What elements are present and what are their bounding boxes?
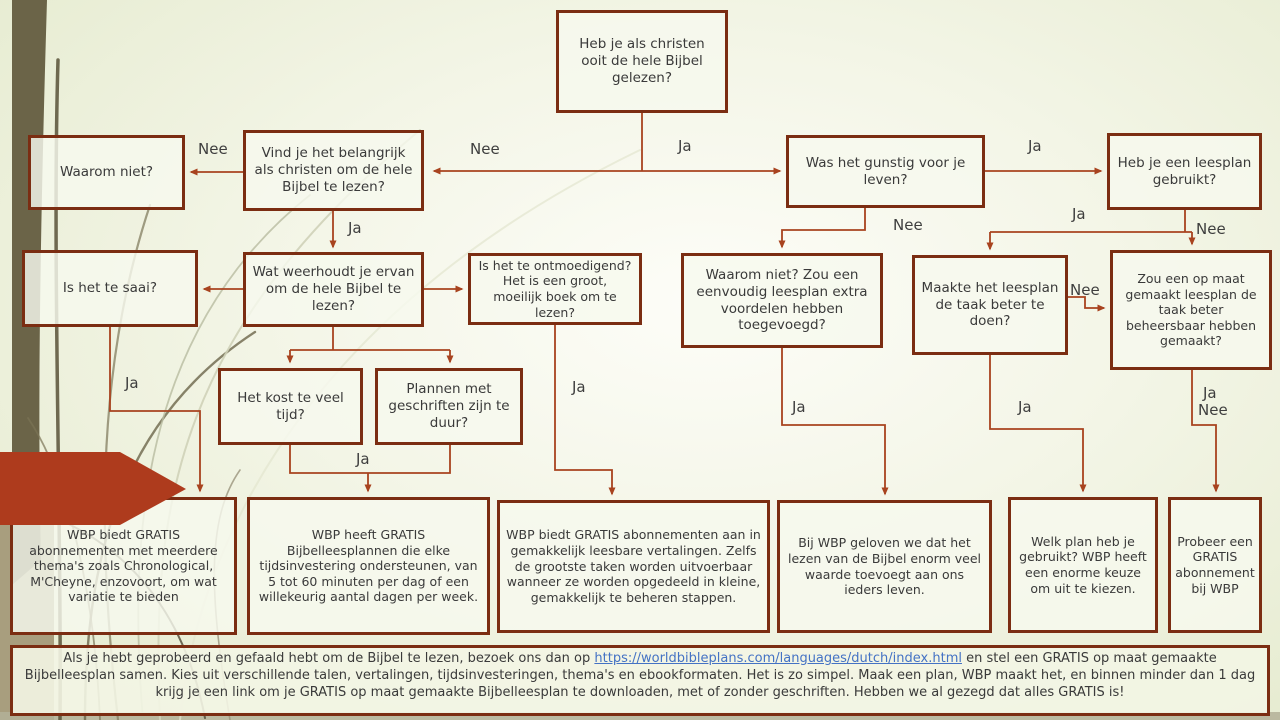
footer-banner: Als je hebt geprobeerd en gefaald hebt o… bbox=[10, 645, 1270, 716]
node-q-te-veel-tijd: Het kost te veel tijd? bbox=[218, 368, 363, 445]
node-text: Welk plan heb je gebruikt? WBP heeft een… bbox=[1019, 533, 1147, 596]
node-text: Wat weerhoudt je ervan om de hele Bijbel… bbox=[252, 264, 415, 314]
node-text: Waarom niet? Zou een eenvoudig leesplan … bbox=[696, 266, 868, 334]
node-q-ontmoedigend: Is het te ontmoedigend? Het is een groot… bbox=[468, 253, 642, 325]
node-text: Is het te saai? bbox=[62, 280, 158, 297]
node-text: Waarom niet? bbox=[59, 164, 154, 181]
node-q-waarom-niet: Waarom niet? bbox=[28, 135, 185, 210]
edge-label-ja: Ja bbox=[348, 219, 362, 237]
node-q-te-duur: Plannen met geschriften zijn te duur? bbox=[375, 368, 523, 445]
edge-label-ja: Ja bbox=[1203, 384, 1217, 402]
edge-label-ja: Ja bbox=[572, 378, 586, 396]
node-text: Was het gunstig voor je leven? bbox=[805, 154, 966, 188]
edge-label-ja: Ja bbox=[1018, 398, 1032, 416]
node-q-voordelen: Waarom niet? Zou een eenvoudig leesplan … bbox=[681, 253, 883, 348]
node-q-gunstig: Was het gunstig voor je leven? bbox=[786, 135, 985, 208]
node-a-themas bbox=[10, 497, 237, 635]
edge-label-nee: Nee bbox=[198, 140, 228, 158]
node-q-belangrijk: Vind je het belangrijk als christen om d… bbox=[243, 130, 424, 211]
node-a-waarde: Bij WBP geloven we dat het lezen van de … bbox=[777, 500, 992, 633]
node-text: Bij WBP geloven we dat het lezen van de … bbox=[787, 535, 982, 598]
node-text: Heb je als christen ooit de hele Bijbel … bbox=[579, 36, 705, 86]
node-text: Heb je een leesplan gebruikt? bbox=[1117, 154, 1252, 188]
node-text: Het kost te veel tijd? bbox=[237, 389, 344, 423]
node-q-weerhoudt: Wat weerhoudt je ervan om de hele Bijbel… bbox=[243, 252, 424, 327]
node-a-vertalingen: WBP biedt GRATIS abonnementen aan in gem… bbox=[497, 500, 770, 633]
banner-text-before: Als je hebt geprobeerd en gefaald hebt o… bbox=[63, 651, 595, 666]
node-a-keuze: Welk plan heb je gebruikt? WBP heeft een… bbox=[1008, 497, 1158, 633]
node-text: Maakte het leesplan de taak beter te doe… bbox=[921, 279, 1059, 330]
node-text: WBP biedt GRATIS abonnementen aan in gem… bbox=[506, 527, 761, 605]
edge-label-ja: Ja bbox=[1072, 205, 1086, 223]
banner-link[interactable]: https://worldbibleplans.com/languages/du… bbox=[594, 651, 962, 666]
node-text: Is het te ontmoedigend? Het is een groot… bbox=[478, 257, 632, 320]
edge-label-ja: Ja bbox=[678, 137, 692, 155]
node-text: WBP heeft GRATIS Bijbelleesplannen die e… bbox=[258, 526, 479, 605]
node-q-leesplan-gebruikt: Heb je een leesplan gebruikt? bbox=[1107, 133, 1262, 210]
node-text: Vind je het belangrijk als christen om d… bbox=[254, 145, 413, 195]
node-a-tijdsinvestering: WBP heeft GRATIS Bijbelleesplannen die e… bbox=[247, 497, 490, 635]
node-q-saai: Is het te saai? bbox=[22, 250, 198, 327]
edge-label-ja: Ja bbox=[792, 398, 806, 416]
edge-label-nee: Nee bbox=[470, 140, 500, 158]
node-q-taak-beter: Maakte het leesplan de taak beter te doe… bbox=[912, 255, 1068, 355]
node-q-op-maat: Zou een op maat gemaakt leesplan de taak… bbox=[1110, 250, 1272, 370]
node-a-probeer: Probeer een GRATIS abonnement bij WBP bbox=[1168, 497, 1262, 633]
edge-label-ja: Ja bbox=[125, 374, 139, 392]
node-q-read-bible: Heb je als christen ooit de hele Bijbel … bbox=[556, 10, 728, 113]
edge-label-nee: Nee bbox=[893, 216, 923, 234]
edge-label-ja: Ja bbox=[356, 450, 370, 468]
edge-label-nee: Nee bbox=[1070, 281, 1100, 299]
node-text: Plannen met geschriften zijn te duur? bbox=[388, 381, 510, 431]
edge-label-nee: Nee bbox=[1196, 220, 1226, 238]
edge-label-ja: Ja bbox=[1028, 137, 1042, 155]
edge-label-nee: Nee bbox=[1198, 401, 1228, 419]
node-text: Zou een op maat gemaakt leesplan de taak… bbox=[1125, 270, 1257, 349]
node-text: Probeer een GRATIS abonnement bij WBP bbox=[1175, 533, 1255, 596]
